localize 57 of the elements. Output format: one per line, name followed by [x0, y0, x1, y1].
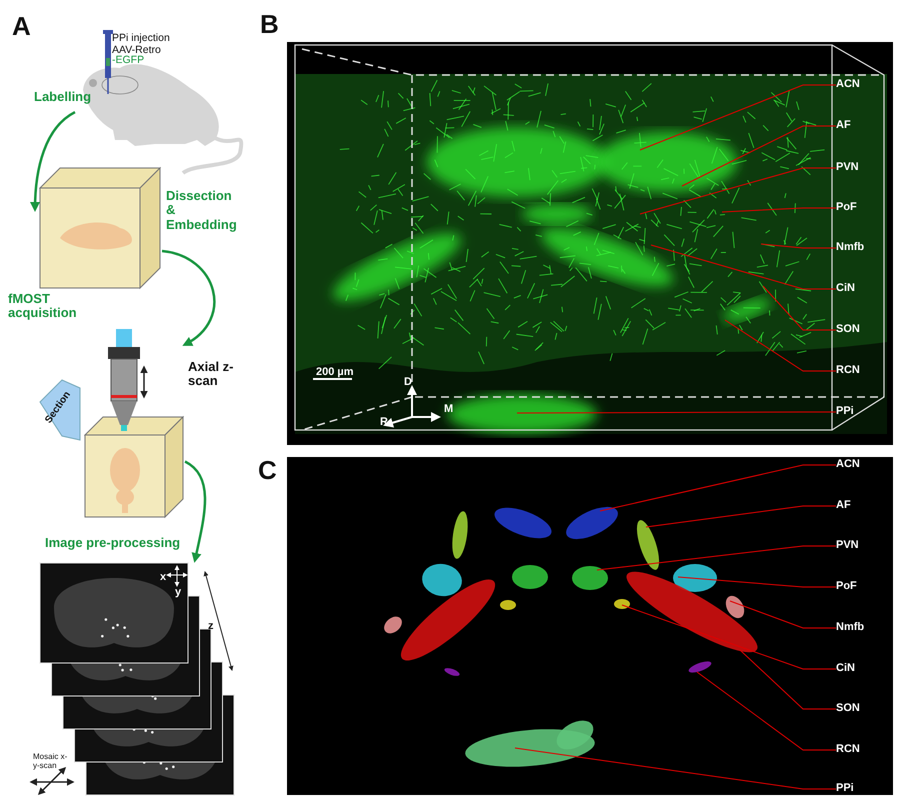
- region-label: CiN: [836, 662, 855, 674]
- leader-line: [596, 546, 836, 570]
- step-caption: Image pre-processing: [45, 536, 182, 550]
- edge-label: Labelling: [34, 90, 92, 104]
- axis-label: z: [208, 620, 214, 632]
- region-label: PVN: [836, 539, 859, 552]
- region-label: ACN: [836, 458, 860, 470]
- leader-line: [650, 244, 836, 290]
- axis-label: M: [444, 403, 454, 416]
- arrow: [162, 250, 216, 346]
- injection-note: PPi injection AAV-Retro: [112, 33, 171, 56]
- region-label: RCN: [836, 364, 860, 376]
- leader-line: [678, 576, 836, 588]
- leader-line: [696, 672, 836, 750]
- leader-line: [640, 84, 836, 150]
- region-label: Nmfb: [836, 241, 864, 254]
- arrow: [30, 111, 76, 212]
- region-label: Nmfb: [836, 621, 864, 634]
- leader-line: [640, 168, 836, 214]
- region-label: AF: [836, 119, 851, 132]
- region-label: PoF: [836, 580, 857, 592]
- region-label: RCN: [836, 743, 860, 756]
- step-caption: fMOST acquisition: [8, 292, 78, 321]
- leader-line: [724, 320, 836, 372]
- axis-label: x: [160, 571, 166, 584]
- region-label: SON: [836, 323, 860, 336]
- leader-line: [730, 600, 836, 628]
- leader-line: [622, 604, 836, 670]
- region-label: PoF: [836, 201, 857, 214]
- region-label: AF: [836, 499, 851, 512]
- axis-caption: Axial z-scan: [188, 360, 235, 389]
- region-label: PVN: [836, 161, 859, 174]
- axis-caption: Mosaic x-y-scan: [33, 753, 68, 771]
- leader-line: [682, 126, 836, 186]
- leader-line: [722, 208, 836, 212]
- axis-label: y: [175, 586, 182, 598]
- illustration: [287, 457, 893, 795]
- leader-line: [646, 506, 836, 528]
- region-label: ACN: [836, 78, 860, 90]
- region-label: CiN: [836, 282, 855, 294]
- panel-letter: B: [260, 10, 279, 39]
- leader-line: [600, 464, 836, 512]
- leader-line: [516, 412, 836, 414]
- leader-line: [760, 244, 836, 248]
- region-label: PPi: [836, 405, 854, 418]
- scale-label: 200 µm: [316, 366, 354, 378]
- panel-letter: C: [258, 456, 277, 485]
- leader-line: [740, 650, 836, 710]
- injection-note: -EGFP: [112, 55, 146, 67]
- leader-line: [762, 286, 836, 330]
- region-label: SON: [836, 702, 860, 714]
- arrow: [184, 460, 206, 563]
- axis-label: D: [404, 376, 412, 388]
- region-label: PPi: [836, 782, 854, 794]
- leader-line: [514, 748, 836, 790]
- panel-letter: A: [12, 12, 31, 41]
- edge-label: Dissection & Embedding: [166, 189, 238, 232]
